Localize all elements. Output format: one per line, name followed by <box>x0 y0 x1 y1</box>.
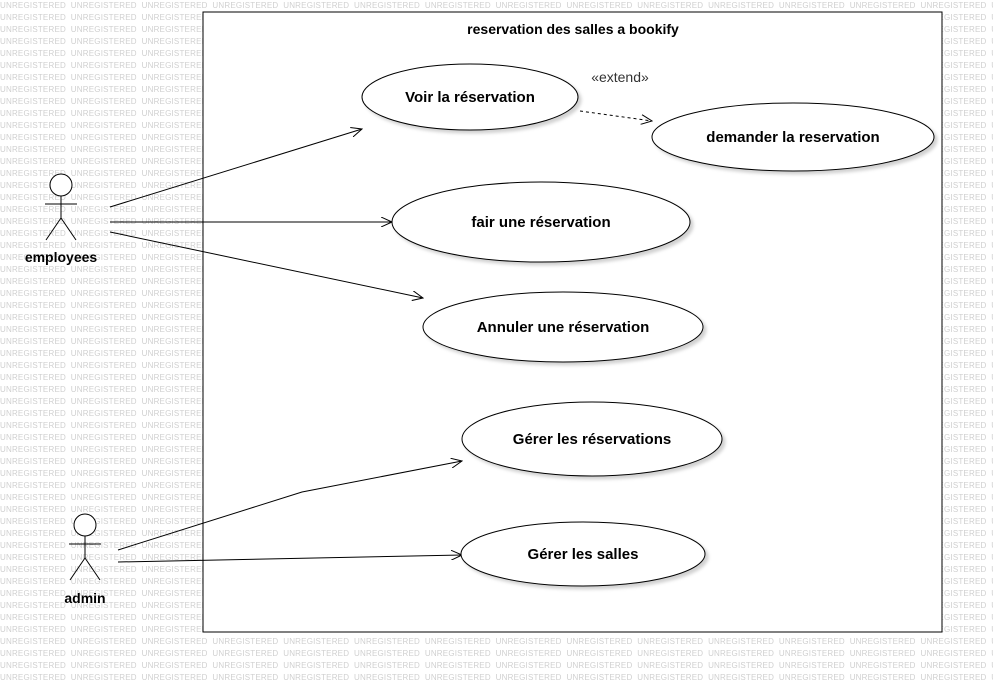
assoc-admin-gerer-salles <box>117 555 462 563</box>
extend-relation <box>579 110 652 121</box>
use-case-demander-reservation[interactable]: demander la reservation <box>651 102 935 172</box>
assoc-employees-voir <box>109 129 362 208</box>
use-case-gerer-salles[interactable]: Gérer les salles <box>460 521 706 587</box>
extend-stereotype-label: «extend» <box>591 69 649 85</box>
actor-employees[interactable]: employees <box>25 173 98 265</box>
use-case-faire-reservation[interactable]: fair une réservation <box>391 181 691 263</box>
actor-admin[interactable]: admin <box>64 513 106 606</box>
use-case-annuler-reservation[interactable]: Annuler une réservation <box>422 291 704 363</box>
actor-stick-figure-icon <box>45 173 77 241</box>
use-case-label: demander la reservation <box>706 129 879 146</box>
actor-employees-label: employees <box>25 249 98 265</box>
system-title: reservation des salles a bookify <box>467 21 679 37</box>
use-case-label: Gérer les réservations <box>513 431 671 448</box>
actor-admin-label: admin <box>64 590 105 606</box>
use-case-label: Annuler une réservation <box>477 319 650 336</box>
use-case-label: Voir la réservation <box>405 89 535 106</box>
use-case-label: Gérer les salles <box>528 546 639 563</box>
use-case-voir-reservation[interactable]: Voir la réservation <box>361 63 579 131</box>
assoc-admin-gerer-reservations <box>117 461 462 551</box>
actor-stick-figure-icon <box>69 513 101 581</box>
use-case-gerer-reservations[interactable]: Gérer les réservations <box>461 401 723 477</box>
assoc-employees-annuler <box>109 231 423 298</box>
use-case-label: fair une réservation <box>471 214 610 231</box>
